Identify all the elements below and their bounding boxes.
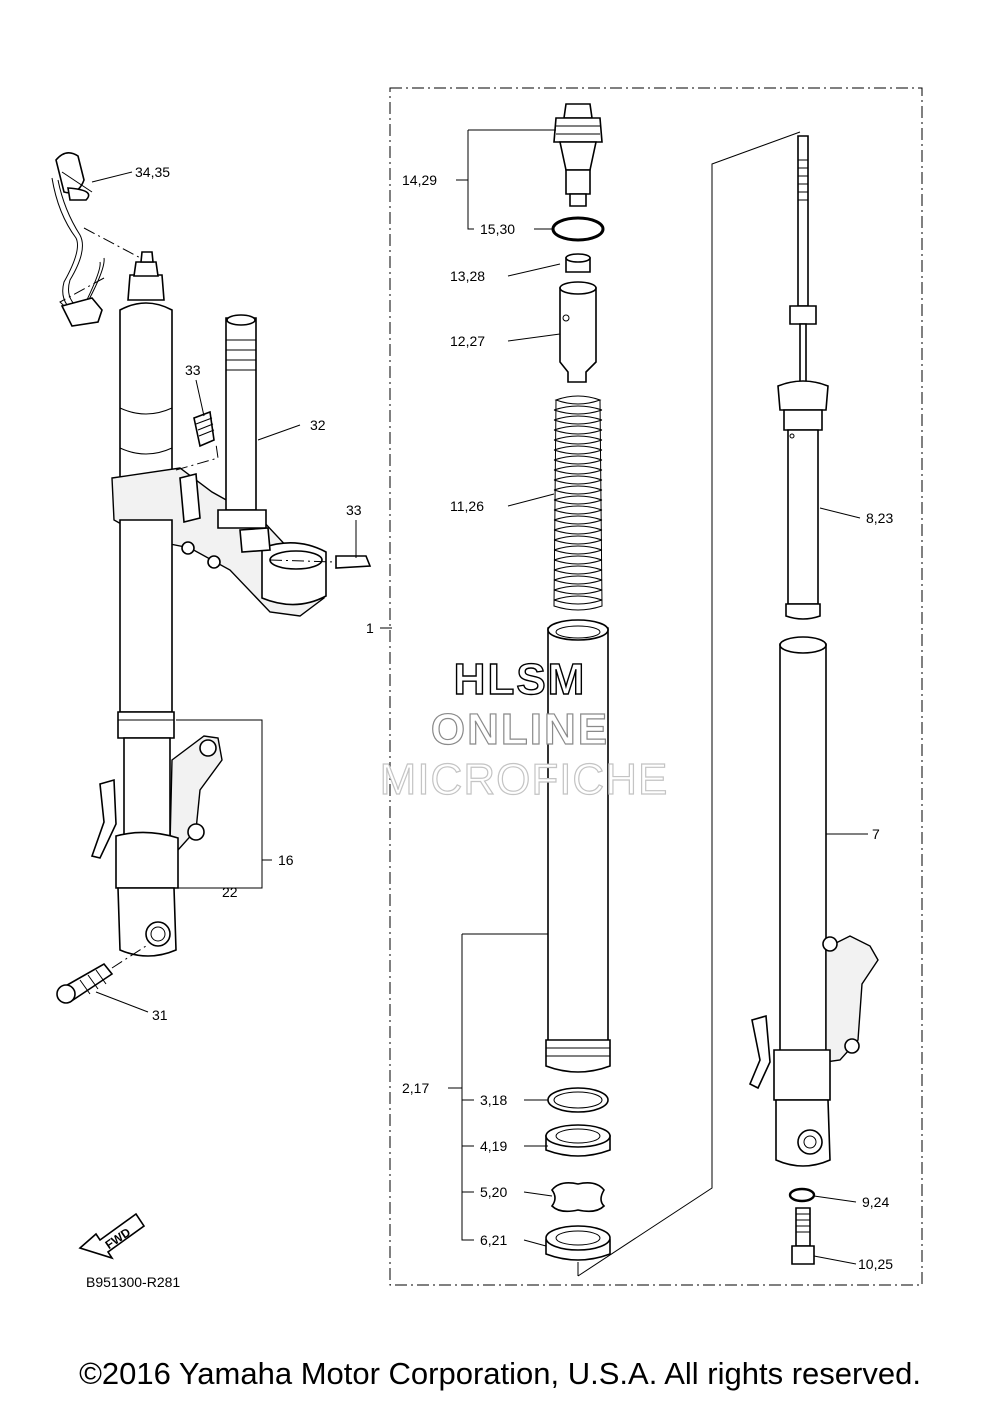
callout-34-35: 34,35: [135, 164, 170, 180]
callout-11-26: 11,26: [450, 498, 484, 514]
callout-16: 16: [278, 852, 294, 868]
callout-33-upper: 33: [185, 362, 201, 378]
callout-labels: 34,35 33 32 33 1 16 22 31 14,29 15,30 13…: [135, 164, 893, 1272]
assembly-boundary: [389, 87, 923, 1286]
callout-1: 1: [366, 620, 374, 636]
callout-6-21: 6,21: [480, 1232, 507, 1248]
watermark-line-3: MICROFICHE: [380, 755, 669, 804]
callout-22: 22: [222, 884, 238, 900]
callout-4-19: 4,19: [480, 1138, 507, 1154]
callout-15-30: 15,30: [480, 221, 515, 237]
fwd-arrow-icon: FWD: [78, 1212, 146, 1260]
callout-12-27: 12,27: [450, 333, 485, 349]
watermark-line-1: HLSM: [454, 655, 587, 704]
callout-9-24: 9,24: [862, 1194, 889, 1210]
callout-8-23: 8,23: [866, 510, 893, 526]
watermark: HLSM ONLINE MICROFICHE: [379, 654, 669, 804]
callout-7: 7: [872, 826, 880, 842]
damper-assembly-drawing: [577, 131, 879, 1277]
leader-lines: [91, 129, 868, 1265]
watermark-line-2: ONLINE: [431, 705, 609, 754]
callout-31: 31: [152, 1007, 168, 1023]
callout-10-25: 10,25: [858, 1256, 893, 1272]
callout-13-28: 13,28: [450, 268, 485, 284]
callout-32: 32: [310, 417, 326, 433]
callout-14-29: 14,29: [402, 172, 437, 188]
callout-5-20: 5,20: [480, 1184, 507, 1200]
copyright-notice: ©2016 Yamaha Motor Corporation, U.S.A. A…: [79, 1356, 921, 1391]
diagram-code: B951300-R281: [86, 1274, 180, 1290]
inner-parts-drawing: [545, 103, 611, 1276]
callout-33-right: 33: [346, 502, 362, 518]
callout-3-18: 3,18: [480, 1092, 507, 1108]
assembled-fork-drawing: [51, 152, 372, 1004]
callout-2-17: 2,17: [402, 1080, 429, 1096]
